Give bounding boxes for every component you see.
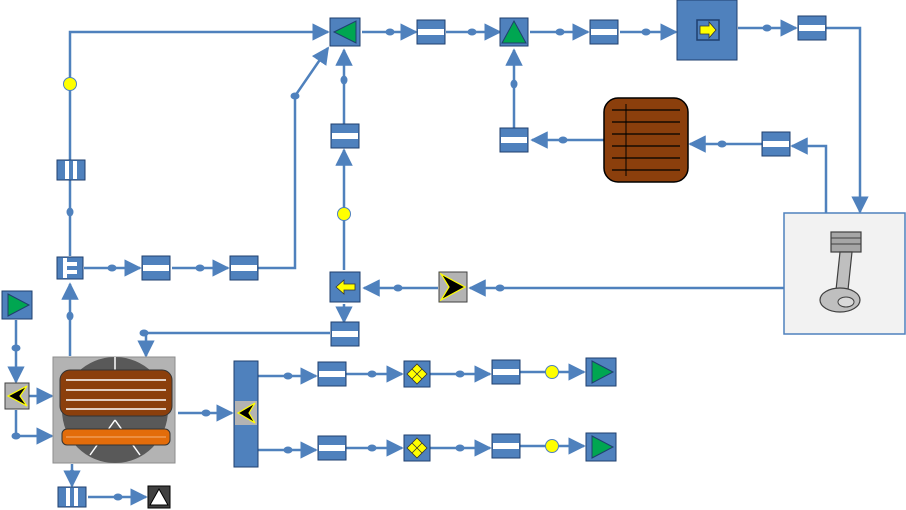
splitter-icon[interactable] [233,360,259,468]
node-dot [455,370,465,378]
pipe-mixer-down [14,410,54,445]
pipe-segment-icon[interactable] [491,433,521,459]
node-dot [290,92,300,100]
node-dot [283,446,293,454]
node-dot [495,284,505,292]
junction-valve-icon[interactable] [4,382,30,410]
pipe-branch-diagonal [258,46,330,270]
node-dot [367,444,377,452]
sensor-nodes [63,77,559,453]
node-dot [283,372,293,380]
pipe-segment-icon[interactable] [317,435,347,461]
pipe-segment-icon[interactable] [761,131,791,157]
check-valve-icon[interactable] [438,271,468,303]
pipe-segment-icon[interactable] [229,255,259,281]
pipe-segments [141,15,827,461]
return-arrow-icon[interactable] [329,271,361,303]
node-dot [139,329,149,337]
node-dot [66,311,74,321]
node-dot [68,469,76,479]
compressor-fan-icon[interactable] [52,356,176,464]
outlet-sink-icon[interactable] [585,432,617,462]
pipe-segment-icon[interactable] [491,359,521,385]
node-dot [717,140,727,148]
branch-tee-icon[interactable] [56,256,84,280]
pipe-segment-icon[interactable] [416,19,446,45]
node-dots [11,24,772,501]
node-dot [455,444,465,452]
node-dot [641,28,651,36]
filter-left-top[interactable] [56,159,86,181]
mixer-icon[interactable] [329,17,361,47]
node-dot [113,493,123,501]
pipe-to-engine [826,26,869,214]
node-dot [367,370,377,378]
sensor-node-icon[interactable] [337,207,351,221]
node-dot [393,284,403,292]
sensor-node-icon[interactable] [63,77,77,91]
node-dot [510,79,518,89]
node-dot [195,264,205,272]
pipe-segment-icon[interactable] [317,361,347,387]
exhaust-sink-icon[interactable] [147,485,171,509]
pipe-segment-icon[interactable] [141,255,171,281]
valve-icon[interactable] [403,434,431,462]
pipe-segment-icon[interactable] [330,321,360,347]
node-dot [340,75,348,85]
pipe-segment-icon[interactable] [330,123,360,149]
valve-icon[interactable] [403,360,431,388]
node-dot [11,344,21,352]
filter-left-bottom[interactable] [57,486,87,508]
node-dot [558,136,568,144]
sensor-node-icon[interactable] [545,439,559,453]
node-dot [66,207,74,217]
pipe-segment-icon[interactable] [499,127,529,153]
node-dot [107,264,117,272]
node-dot [11,432,21,440]
pipe-left-riser-top [68,23,330,180]
heat-exchanger-icon[interactable] [603,97,689,183]
node-dot [385,28,395,36]
node-dot [467,28,477,36]
pump-up-icon[interactable] [499,17,529,47]
pipe-engine-up [790,137,828,214]
node-dot [201,409,211,417]
node-dot [762,24,772,32]
engine-piston-icon[interactable] [783,212,906,335]
sensor-node-icon[interactable] [545,365,559,379]
pipe-to-compressor [137,331,330,358]
pipe-segment-icon[interactable] [797,15,827,41]
outlet-arrow-icon[interactable] [676,0,738,61]
pipe-segment-icon[interactable] [589,19,619,45]
node-dot [555,28,565,36]
outlet-sink-icon[interactable] [585,357,617,387]
inlet-source-icon[interactable] [1,290,33,320]
